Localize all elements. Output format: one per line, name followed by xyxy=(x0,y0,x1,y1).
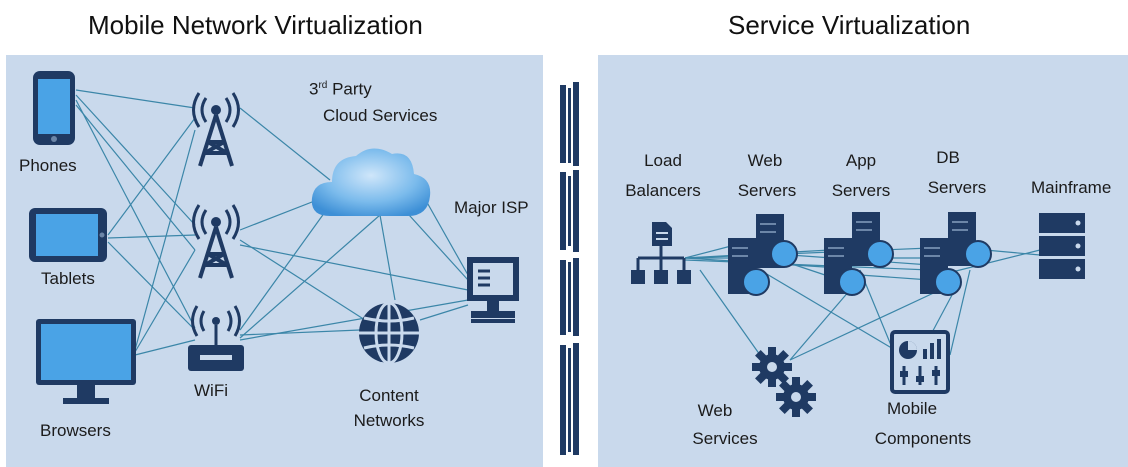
browsers-label: Browsers xyxy=(40,421,111,440)
major-isp-label: Major ISP xyxy=(454,198,529,217)
mobile-network-heading: Mobile Network Virtualization xyxy=(88,10,423,40)
tablets-label: Tablets xyxy=(41,269,95,288)
mobile-components-line2: Components xyxy=(874,429,972,448)
web-server-icon xyxy=(728,214,798,296)
monitor-icon xyxy=(36,319,136,404)
gears-icon xyxy=(752,347,816,417)
tablet-icon xyxy=(29,208,107,262)
app-server-icon xyxy=(824,212,894,296)
db-servers-line2: Servers xyxy=(927,178,987,197)
cell-tower-icon xyxy=(192,204,240,279)
app-servers-line2: Servers xyxy=(831,181,891,200)
web-servers-line1: Web xyxy=(747,151,783,170)
cloud-label-line2: Cloud Services xyxy=(323,106,438,125)
web-servers-line2: Servers xyxy=(737,181,797,200)
web-services-line2: Services xyxy=(692,429,758,448)
cell-tower-icon xyxy=(192,92,240,167)
phone-icon xyxy=(33,71,75,145)
db-servers-line1: DB xyxy=(936,148,960,167)
mainframe-label: Mainframe xyxy=(1031,178,1112,197)
isp-computer-icon xyxy=(467,257,519,323)
content-networks-line1: Content xyxy=(359,386,419,405)
load-balancer-icon xyxy=(631,222,691,284)
wifi-label: WiFi xyxy=(194,381,228,400)
cloud-icon xyxy=(311,148,431,216)
load-balancers-line1: Load xyxy=(644,151,682,170)
wifi-router-icon xyxy=(188,305,244,371)
db-server-icon xyxy=(920,212,992,296)
content-networks-line2: Networks xyxy=(353,411,425,430)
service-virtualization-heading: Service Virtualization xyxy=(728,10,971,40)
app-servers-line1: App xyxy=(845,151,877,170)
phones-label: Phones xyxy=(19,156,77,175)
load-balancers-line2: Balancers xyxy=(625,181,701,200)
dashboard-icon xyxy=(890,330,950,394)
cloud-label-line1: 3rd Party xyxy=(309,79,372,99)
mainframe-icon xyxy=(1039,213,1085,279)
globe-icon xyxy=(359,301,419,365)
mobile-components-line1: Mobile xyxy=(886,399,938,418)
web-services-line1: Web xyxy=(697,401,733,420)
